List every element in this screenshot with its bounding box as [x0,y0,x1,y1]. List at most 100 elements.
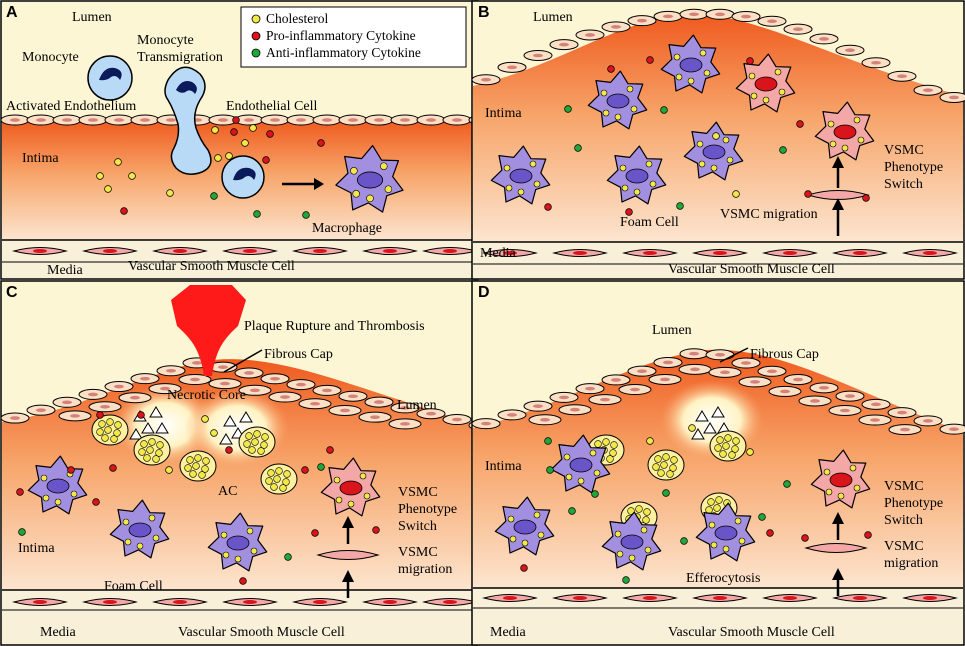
smooth-muscle-nucleus [243,600,257,604]
endothelial-nucleus [923,88,933,93]
lipid-droplet [234,555,242,563]
endothelial-nucleus [949,427,959,431]
lipid-droplet [673,53,681,61]
lipid-droplet [148,438,156,446]
endothelial-nucleus [481,421,491,426]
endothelial-nucleus [660,377,670,382]
lipid-droplet [124,538,132,546]
endothelial-nucleus [374,400,384,404]
lipid-droplet [649,180,657,188]
lipid-droplet [710,164,718,172]
cholesterol-crystal [223,415,237,427]
anti-inflammatory-particle [544,437,552,445]
smooth-muscle-nucleus [313,600,327,604]
cholesterol-particle [732,190,740,198]
necrotic-core-label: Necrotic Core [167,388,246,403]
lipid-droplet [602,109,610,117]
lipid-droplet [113,429,121,437]
panel-c-letter: C [6,284,18,301]
anti-inflammatory-particle [758,513,766,521]
endothelial-nucleus [540,417,550,422]
lipid-droplet [189,470,197,478]
lipid-droplet [198,471,206,479]
lipid-droplet [220,531,228,539]
anti-inflammatory-particle [253,210,261,218]
cell-nucleus [339,480,363,496]
smooth-muscle-nucleus [643,596,657,600]
panel-c-switch-label-2: Phenotype [398,502,457,517]
smooth-muscle-nucleus [713,596,727,600]
lipid-droplet [352,190,360,198]
lipid-droplet [626,85,634,93]
endothelial-cell-label: Endothelial Cell [226,99,317,114]
smooth-muscle-nucleus [713,251,727,255]
cholesterol-crystal [703,422,717,434]
pro-inflammatory-particle [317,139,325,147]
cell-nucleus [606,93,630,109]
smooth-muscle-nucleus [923,596,937,600]
cholesterol-particle [712,132,720,140]
lipid-droplet [282,478,290,486]
endothelial-nucleus [637,369,647,373]
pro-inflammatory-particle [862,194,870,202]
lipid-droplet [722,545,730,553]
endothelial-nucleus [840,408,850,413]
endothelial-nucleus [780,389,790,394]
endothelial-nucleus [374,118,384,122]
endothelial-nucleus [244,118,254,122]
cholesterol-particle [241,139,249,147]
lipid-droplet [70,490,78,498]
panel-b-lumen-label: Lumen [533,10,573,25]
endothelial-nucleus [160,386,170,391]
cholesterol-crystal [691,428,705,440]
panel-a-lumen-label: Lumen [72,10,112,25]
panel-d-migration-label-2: migration [884,556,938,571]
smooth-muscle-nucleus [853,596,867,600]
lipid-droplet [283,470,291,478]
lipid-droplet [616,550,624,558]
lipid-droplet [156,441,164,449]
smooth-muscle-nucleus [783,251,797,255]
panel-b-vsmc-label: Vascular Smooth Muscle Cell [668,262,835,277]
lipid-droplet [96,428,104,436]
lipid-droplet [275,467,283,475]
panel-b-intima-label: Intima [485,106,522,121]
lipid-droplet [245,432,253,440]
cell-nucleus [754,76,778,92]
cholesterol-crystal [711,406,725,418]
cell-nucleus [625,168,649,184]
lipid-droplet [716,436,724,444]
lipid-droplet [635,505,643,513]
lipid-droplet [222,551,230,559]
lipid-droplet [350,167,358,175]
endothelial-nucleus [322,388,332,393]
pro-inflammatory-particle [120,207,128,215]
pro-inflammatory-particle [137,411,145,419]
lipid-droplet [246,527,254,535]
pro-inflammatory-particle [266,130,274,138]
cholesterol-particle [688,424,696,432]
endothelial-nucleus [481,77,491,82]
panel-c-switch-label-1: VSMC [398,485,438,500]
lipid-droplet [202,457,210,465]
panel-c-migration-label-2: migration [398,562,452,577]
lipid-droplet [40,474,48,482]
efferocytosis-label: Efferocytosis [686,571,760,586]
cholesterol-particle [165,466,173,474]
anti-inflammatory-particle [546,466,554,474]
anti-inflammatory-particle [591,490,599,498]
lipid-droplet [619,164,627,172]
endothelial-nucleus [220,381,230,386]
endothelial-nucleus [810,399,820,403]
endothelial-nucleus [897,410,907,415]
cholesterol-crystal [141,422,155,434]
anti-inflammatory-legend-swatch [251,48,261,58]
lipid-droplet [143,454,151,462]
endothelial-nucleus [244,371,254,375]
endothelial-nucleus [88,118,98,122]
panel-a-intima-label: Intima [22,151,59,166]
lipid-droplet [722,136,730,144]
transmigrating-monocyte [164,66,212,175]
lipid-droplet [42,494,50,502]
media-smooth-muscle-cells [12,247,478,255]
